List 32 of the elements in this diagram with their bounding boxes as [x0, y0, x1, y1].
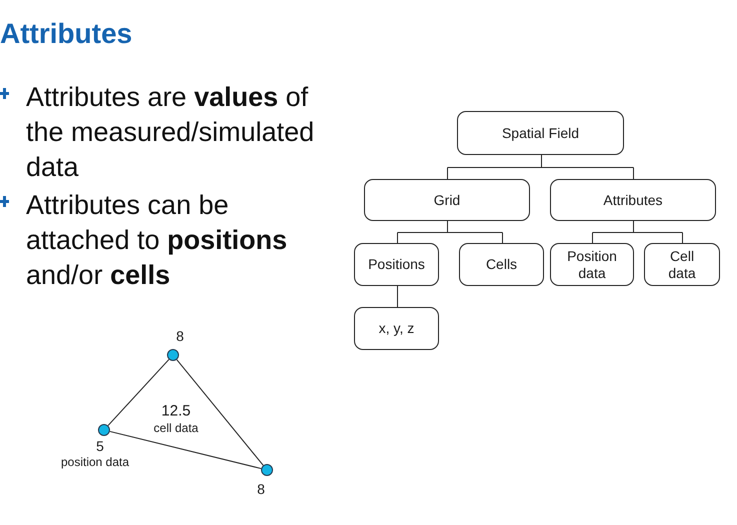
tree-node-box [550, 243, 634, 286]
bullet-text: Attributes are values of the measured/simulated data [26, 81, 316, 184]
triangle-edge [109, 430, 262, 470]
tree-node-box [457, 111, 624, 155]
vertex-value: 8 [176, 329, 184, 343]
tree-connector [592, 220, 683, 244]
tree-node-box [354, 243, 439, 286]
tree-node-box [354, 307, 439, 350]
tree-connector [397, 286, 398, 308]
tree-node-box [459, 243, 544, 286]
node-label: Position data [566, 248, 618, 282]
node-label: Cells [486, 256, 518, 273]
vertex-value: 5 [96, 439, 104, 453]
node-label: Positions [368, 256, 425, 273]
cell-value: 12.5 [161, 404, 191, 418]
tree-connector [397, 220, 503, 244]
vertex-value: 8 [257, 482, 265, 496]
tree-node-box [364, 179, 530, 221]
slide-title: Attributes [0, 18, 132, 50]
triangle-edge [176, 359, 264, 466]
triangle-edge [108, 358, 170, 426]
tree-node-box [644, 243, 720, 286]
node-label: Cell data [667, 248, 697, 282]
tree-connector [447, 154, 634, 180]
bullet-text: Attributes can be attached to positions and/or cells [26, 189, 288, 292]
vertex-caption: position data [60, 456, 130, 468]
node-label: x, y, z [378, 320, 414, 337]
node-label: Spatial Field [502, 124, 580, 142]
node-label: Grid [434, 192, 460, 208]
cell-caption: cell data [154, 422, 198, 434]
node-label: Attributes [603, 192, 663, 208]
tree-node-box [550, 179, 716, 221]
